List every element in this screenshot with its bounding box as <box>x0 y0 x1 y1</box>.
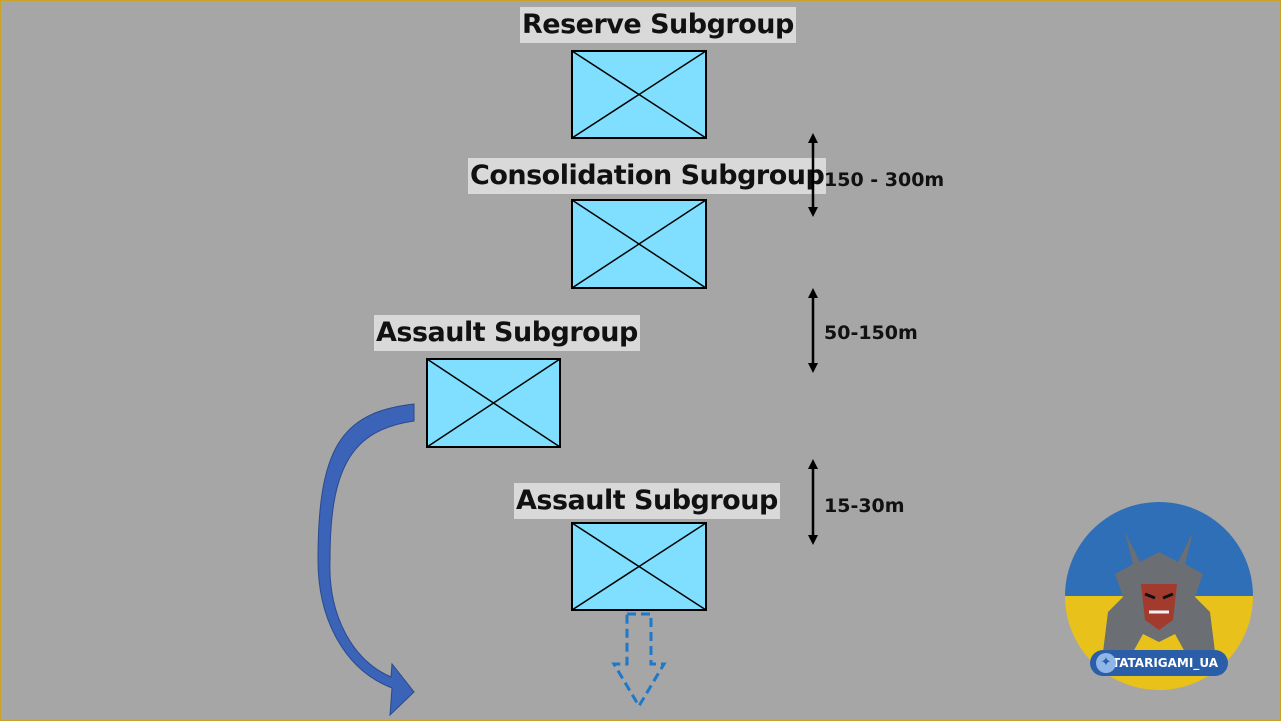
reserve-subgroup-label: Reserve Subgroup <box>520 7 796 43</box>
dashed-down-arrow-icon <box>611 612 667 709</box>
assault-subgroup-label-2: Assault Subgroup <box>514 483 780 519</box>
assault-unit-symbol-2 <box>571 522 707 611</box>
distance-label-2: 50-150m <box>824 322 918 344</box>
consolidation-subgroup-label: Consolidation Subgroup <box>468 158 827 194</box>
distance-label-1: 150 - 300m <box>824 169 945 191</box>
curved-arrow-icon <box>317 403 415 717</box>
twitter-icon: ✦ <box>1096 653 1116 673</box>
assault-subgroup-label-1: Assault Subgroup <box>374 315 640 351</box>
reserve-unit-symbol <box>571 50 707 139</box>
distance-label-3: 15-30m <box>824 495 905 517</box>
consolidation-unit-symbol <box>571 199 707 289</box>
assault-unit-symbol-1 <box>426 358 561 448</box>
